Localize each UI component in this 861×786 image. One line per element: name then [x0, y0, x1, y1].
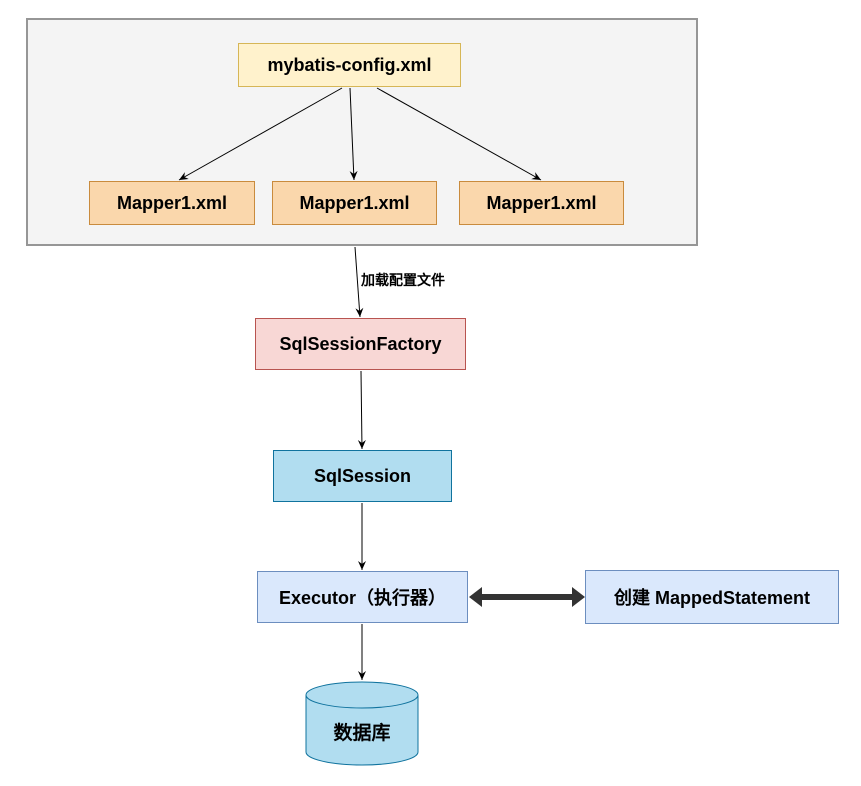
mapper-node[interactable]: Mapper1.xml — [459, 181, 624, 225]
load-config-edge-label: 加载配置文件 — [361, 272, 445, 288]
mapper-label: Mapper1.xml — [486, 192, 597, 213]
mybatis-config-label: mybatis-config.xml — [267, 54, 432, 75]
sql-session-factory-label: SqlSessionFactory — [279, 333, 442, 354]
mapper-label: Mapper1.xml — [116, 192, 228, 213]
sql-session-label: SqlSession — [313, 465, 412, 486]
edge-config-to-mapper-0 — [178, 87, 343, 181]
mapper-node[interactable]: Mapper1.xml — [272, 181, 437, 225]
sql-session-node[interactable]: SqlSession — [273, 450, 452, 502]
mapped-statement-node[interactable]: 创建 MappedStatement — [585, 570, 839, 624]
edge-factory-to-session — [357, 370, 366, 450]
edge-config-to-mapper-2 — [376, 87, 542, 181]
edge-group-to-factory — [354, 246, 364, 318]
database-label: 数据库 — [333, 723, 391, 744]
edge-executor-mapped-statement-bidirectional — [469, 587, 585, 607]
mybatis-config-node[interactable]: mybatis-config.xml — [238, 43, 461, 87]
executor-label: Executor（执行器） — [278, 588, 447, 608]
mapped-statement-label: 创建 MappedStatement — [613, 588, 811, 608]
database-cylinder[interactable] — [305, 681, 419, 766]
edge-config-to-mapper-1 — [349, 87, 358, 181]
sql-session-factory-node[interactable]: SqlSessionFactory — [255, 318, 466, 370]
executor-node[interactable]: Executor（执行器） — [257, 571, 468, 623]
mapper-label: Mapper1.xml — [299, 192, 410, 213]
mapper-node[interactable]: Mapper1.xml — [89, 181, 255, 225]
